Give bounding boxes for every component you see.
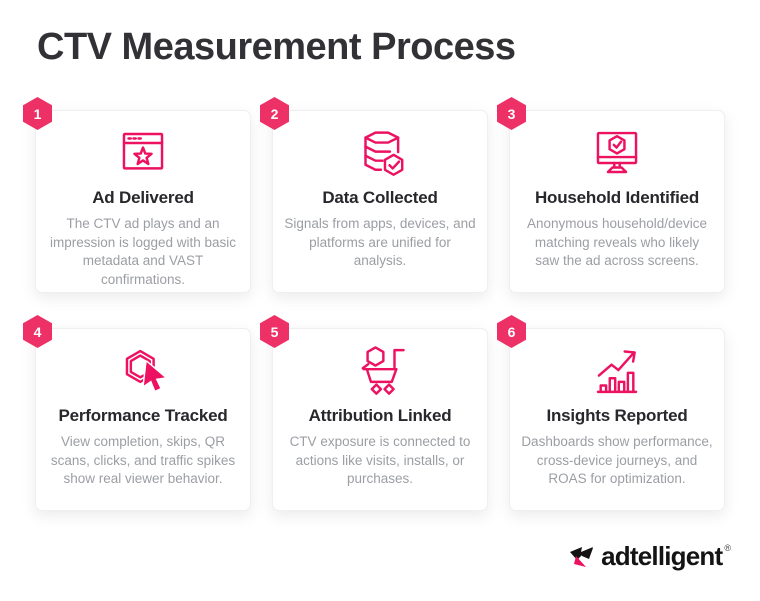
step-title: Insights Reported: [546, 406, 688, 425]
adtelligent-logo-mark: [570, 547, 594, 567]
cart-hexagon-icon: [361, 346, 405, 395]
step-number: 4: [33, 323, 42, 340]
icon-wrap: [510, 339, 724, 403]
step-card-4: 4 Performance Tracked View completion, s…: [23, 315, 251, 511]
icon-wrap: [36, 339, 250, 403]
step-card-5: 5 Attribution Linked CTV exposure is con…: [260, 315, 488, 511]
icon-wrap: [273, 121, 487, 185]
adtelligent-logo: adtelligent ®: [569, 543, 731, 571]
step-number-badge: 2: [260, 97, 289, 130]
step-title: Attribution Linked: [308, 406, 452, 425]
monitor-shield-icon: [596, 131, 638, 174]
step-number: 2: [270, 105, 279, 122]
bar-chart-arrow-icon: [596, 350, 638, 394]
step-title: Household Identified: [534, 188, 700, 207]
step-number: 6: [507, 323, 516, 340]
step-number-badge: 5: [260, 315, 289, 348]
icon-wrap: [36, 121, 250, 185]
icon-wrap: [273, 339, 487, 403]
adtelligent-logo-text: adtelligent: [601, 541, 723, 571]
registered-trademark: ®: [724, 543, 731, 553]
step-number: 1: [33, 105, 42, 122]
step-title: Ad Delivered: [92, 188, 194, 207]
step-description: View completion, skips, QR scans, clicks…: [50, 434, 236, 486]
step-title: Performance Tracked: [58, 406, 228, 425]
step-description: Signals from apps, devices, and platform…: [284, 216, 476, 268]
icon-wrap: [510, 121, 724, 185]
step-description: CTV exposure is connected to actions lik…: [289, 434, 471, 486]
page-title: CTV Measurement Process: [37, 26, 516, 68]
step-title: Data Collected: [322, 188, 438, 207]
step-description: Anonymous household/device matching reve…: [526, 216, 708, 268]
step-card-6: 6 Insights Reported Dashboards show perf…: [497, 315, 725, 511]
browser-star-icon: [122, 132, 164, 170]
step-card-3: 3 Household Identified Anonymous househo…: [497, 97, 725, 293]
step-description: The CTV ad plays and an impression is lo…: [49, 216, 237, 287]
database-check-icon: [364, 131, 404, 177]
hexagon-cursor-icon: [125, 349, 167, 392]
step-description: Dashboards show performance, cross-devic…: [521, 434, 713, 486]
steps-grid: 1 Ad Delivered The CTV ad plays and an i…: [23, 97, 725, 511]
step-card-2: 2 Data Collected Signals from apps, devi…: [260, 97, 488, 293]
step-number: 5: [270, 323, 279, 340]
step-card-1: 1 Ad Delivered The CTV ad plays and an i…: [23, 97, 251, 293]
step-number: 3: [507, 105, 516, 122]
